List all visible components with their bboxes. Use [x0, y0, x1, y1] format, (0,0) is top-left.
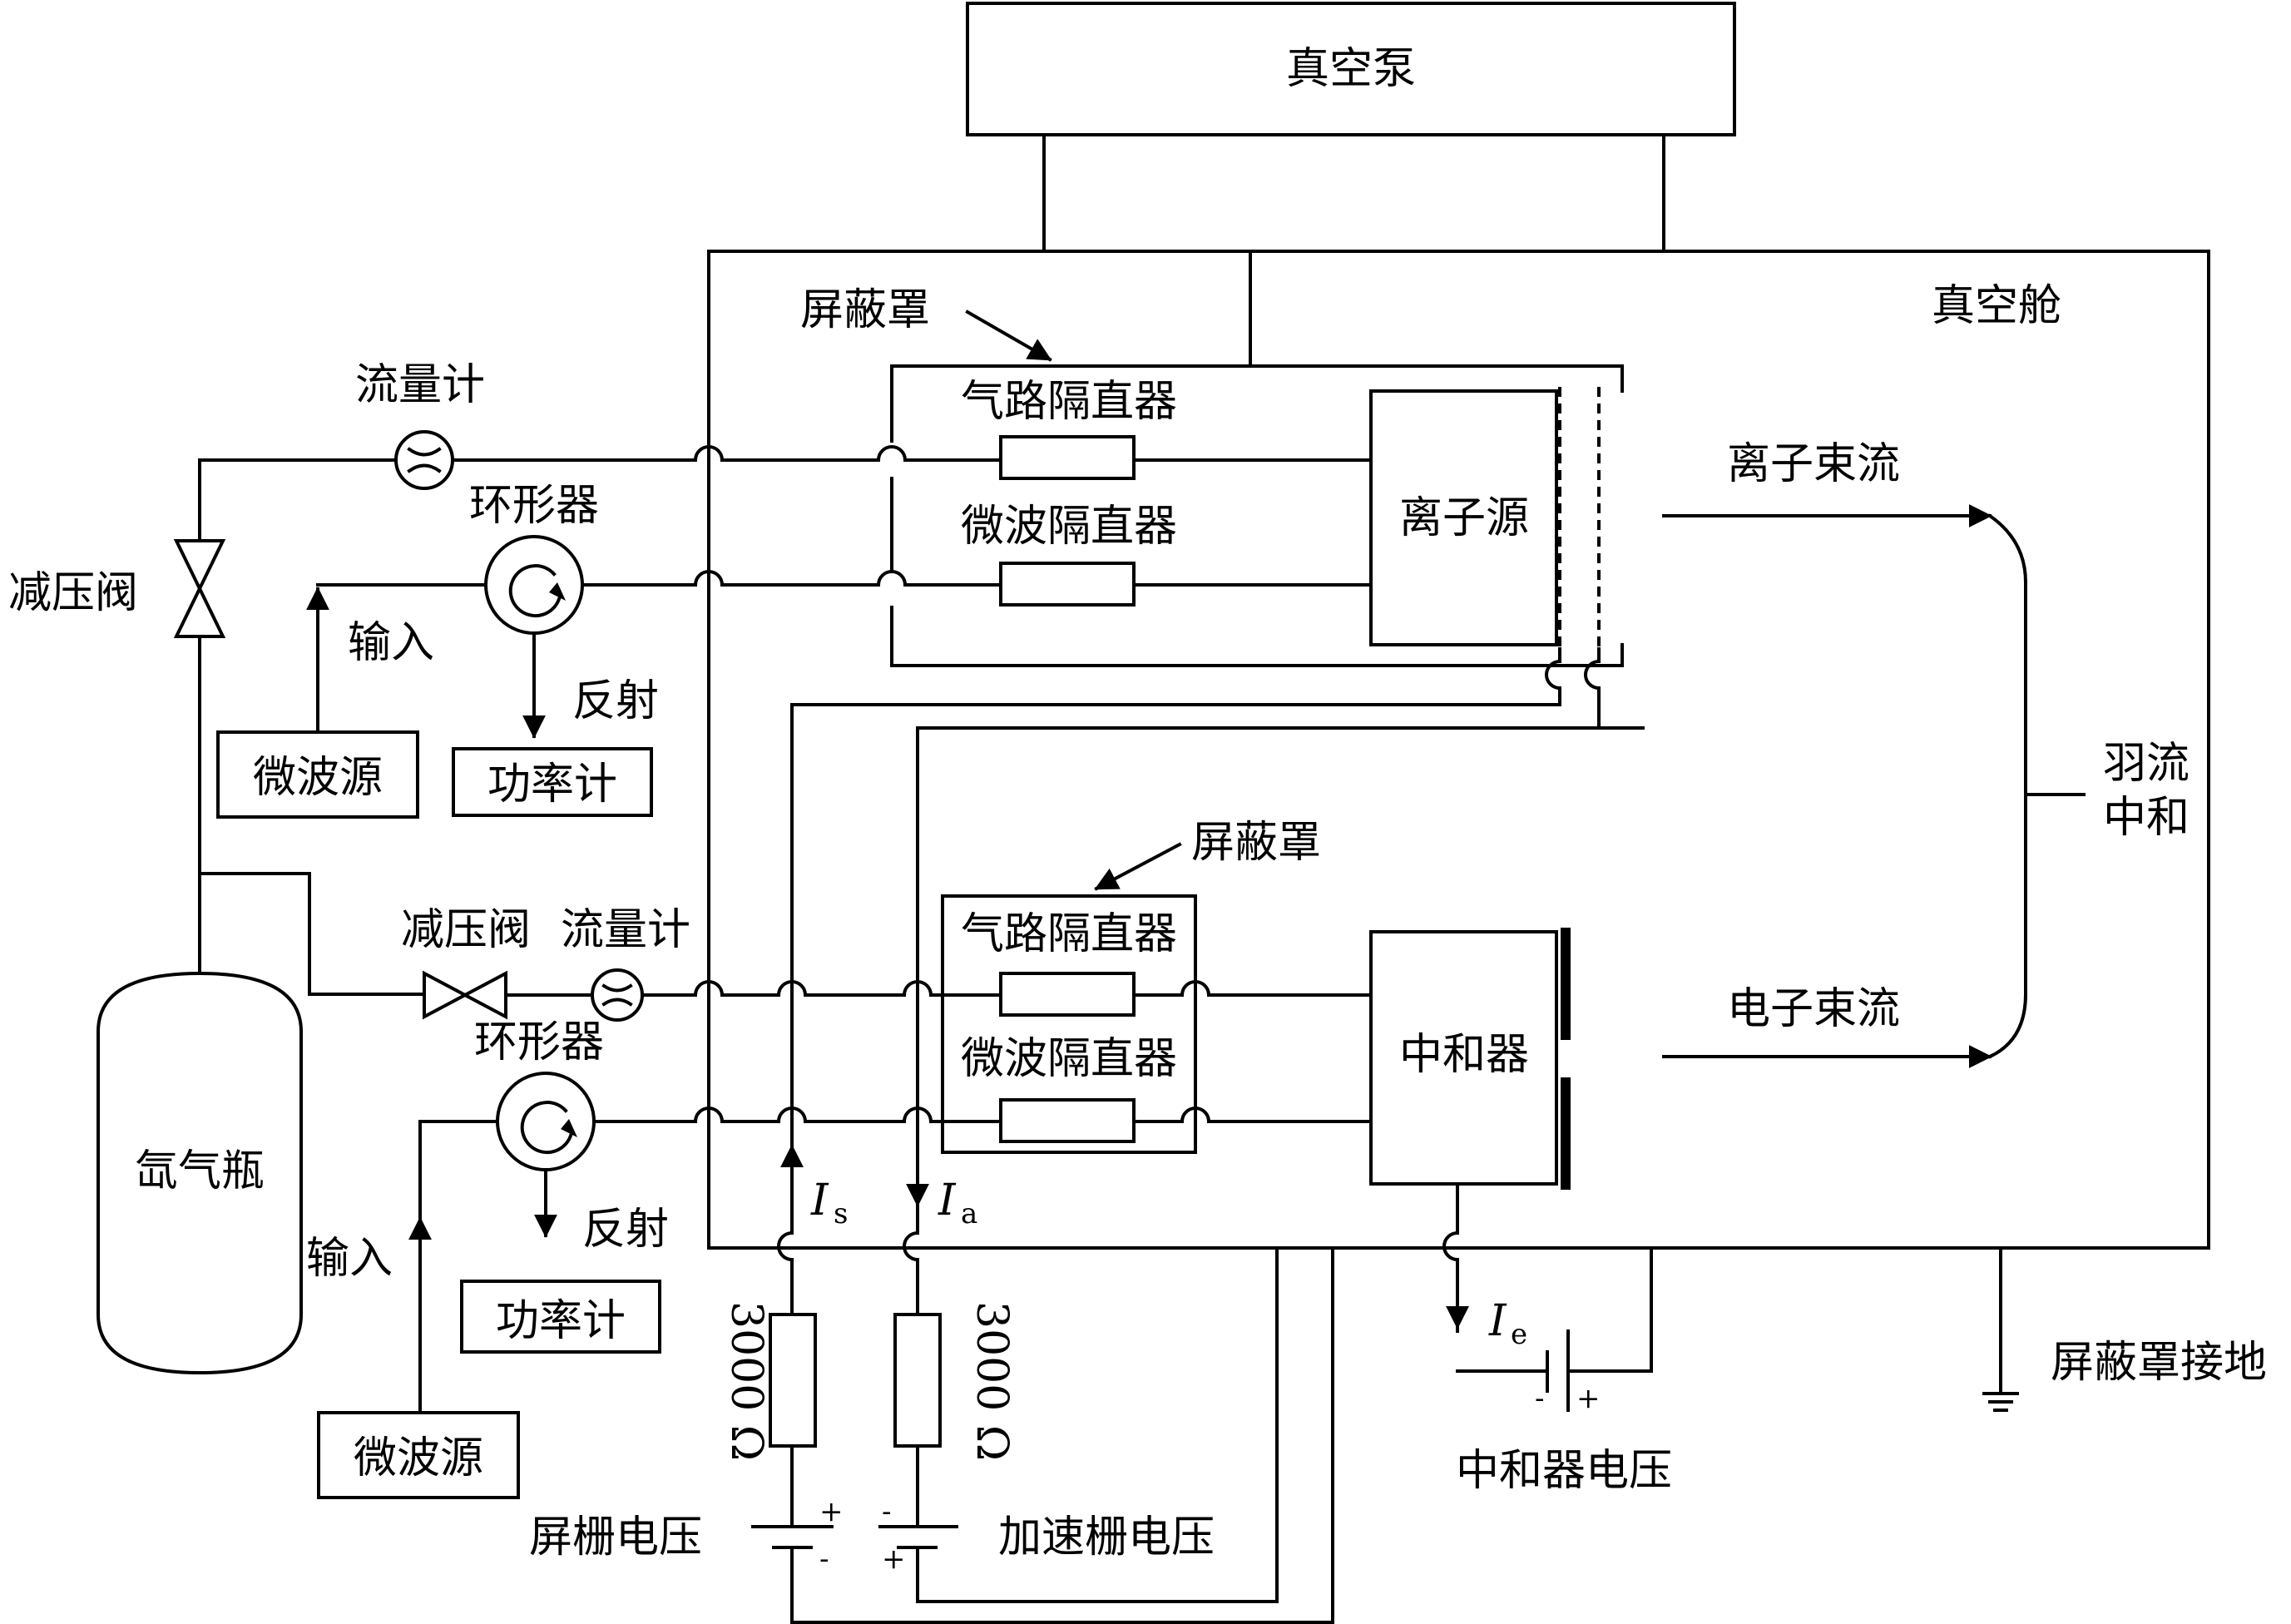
microwave-isolator-top: 微波隔直器: [961, 502, 1177, 607]
input-bottom-label: 输入: [306, 1234, 393, 1284]
flowmeter-bottom-label: 流量计: [561, 905, 690, 955]
microwave-source-top-label: 微波源: [253, 753, 383, 803]
power-meter-bottom: 功率计: [460, 1280, 661, 1354]
microwave-isolator-bottom-label: 微波隔直器: [961, 1034, 1177, 1084]
pressure-valve-bottom-label: 减压阀: [401, 905, 531, 955]
gas-bottle-label: 氙气瓶: [135, 1146, 265, 1196]
shield-top: 屏蔽罩: [800, 250, 1624, 667]
pressure-valve-bottom: 减压阀: [401, 905, 531, 1020]
neutralizer: 中和器: [1369, 928, 1571, 1190]
gas-isolator-bottom: 气路隔直器: [961, 909, 1177, 1017]
reflect-bottom-label: 反射: [582, 1205, 669, 1255]
shield-ground-label: 屏蔽罩接地: [2051, 1338, 2267, 1388]
vacuum-chamber: 真空舱: [707, 250, 2210, 1250]
vacuum-pump-label: 真空泵: [1286, 44, 1416, 94]
screen-grid-voltage-label: 屏栅电压: [529, 1513, 702, 1562]
flowmeter-top-label: 流量计: [355, 360, 485, 410]
microwave-source-bottom-label: 微波源: [354, 1433, 483, 1483]
flowmeter-top: 流量计: [355, 360, 485, 490]
electron-beam-label: 电子束流: [1727, 984, 1900, 1034]
current-a-label: I: [938, 1176, 957, 1225]
shield-bottom-label: 屏蔽罩: [1191, 818, 1321, 868]
plume-label-2: 中和: [2103, 793, 2190, 843]
resistor-accel: [893, 1313, 942, 1448]
shield-top-label: 屏蔽罩: [800, 285, 930, 335]
microwave-isolator-bottom: 微波隔直器: [961, 1034, 1177, 1143]
shield-bottom: 屏蔽罩: [941, 818, 1321, 1154]
microwave-source-top: 微波源: [216, 730, 419, 819]
neutralizer-plus: +: [1576, 1382, 1601, 1415]
pressure-valve-left-label: 减压阀: [8, 568, 138, 618]
accel-grid-voltage-label: 加速栅电压: [998, 1513, 1215, 1562]
microwave-isolator-top-label: 微波隔直器: [961, 502, 1177, 552]
circulator-top: 环形器: [469, 481, 599, 635]
current-a-sub: a: [961, 1197, 977, 1230]
gas-isolator-bottom-label: 气路隔直器: [961, 909, 1177, 959]
ion-beam-label: 离子束流: [1727, 439, 1900, 489]
accel-minus: -: [882, 1495, 892, 1528]
gas-isolator-top-label: 气路隔直器: [961, 377, 1177, 427]
current-s-label: I: [810, 1176, 829, 1225]
ion-source: 离子源: [1369, 387, 1601, 649]
accel-plus: +: [882, 1542, 906, 1576]
resistor-screen-label: 3000 Ω: [721, 1301, 771, 1461]
circulator-top-label: 环形器: [469, 481, 599, 531]
current-s-sub: s: [834, 1197, 848, 1230]
screen-plus: +: [819, 1495, 844, 1528]
plume-label-1: 羽流: [2103, 739, 2190, 789]
circulator-bottom: 环形器: [474, 1017, 604, 1171]
power-meter-top: 功率计: [452, 747, 653, 817]
flowmeter-bottom: 流量计: [561, 905, 690, 1022]
screen-minus: -: [819, 1542, 829, 1576]
gas-isolator-top: 气路隔直器: [961, 377, 1177, 480]
vacuum-chamber-label: 真空舱: [1932, 281, 2061, 331]
circulator-bottom-label: 环形器: [474, 1017, 604, 1067]
neutralizer-minus: -: [1535, 1382, 1545, 1415]
resistor-accel-label: 3000 Ω: [967, 1301, 1017, 1461]
reflect-top-label: 反射: [572, 676, 659, 726]
neutralizer-voltage-label: 中和器电压: [1456, 1446, 1672, 1496]
shield-ground: 屏蔽罩接地: [1982, 1246, 2267, 1412]
ion-source-label: 离子源: [1399, 493, 1529, 543]
current-e-label: I: [1488, 1296, 1507, 1346]
power-meter-bottom-label: 功率计: [496, 1296, 626, 1346]
current-e-sub: e: [1511, 1318, 1527, 1351]
microwave-source-bottom: 微波源: [317, 1411, 520, 1499]
vacuum-pump: 真空泵: [966, 2, 1736, 136]
neutralizer-label: 中和器: [1399, 1030, 1529, 1080]
pressure-valve-left: 减压阀: [8, 458, 226, 975]
input-top-label: 输入: [348, 618, 434, 668]
gas-bottle: 氙气瓶: [96, 971, 303, 1375]
resistor-screen: [769, 1313, 817, 1448]
power-meter-top-label: 功率计: [487, 760, 617, 810]
